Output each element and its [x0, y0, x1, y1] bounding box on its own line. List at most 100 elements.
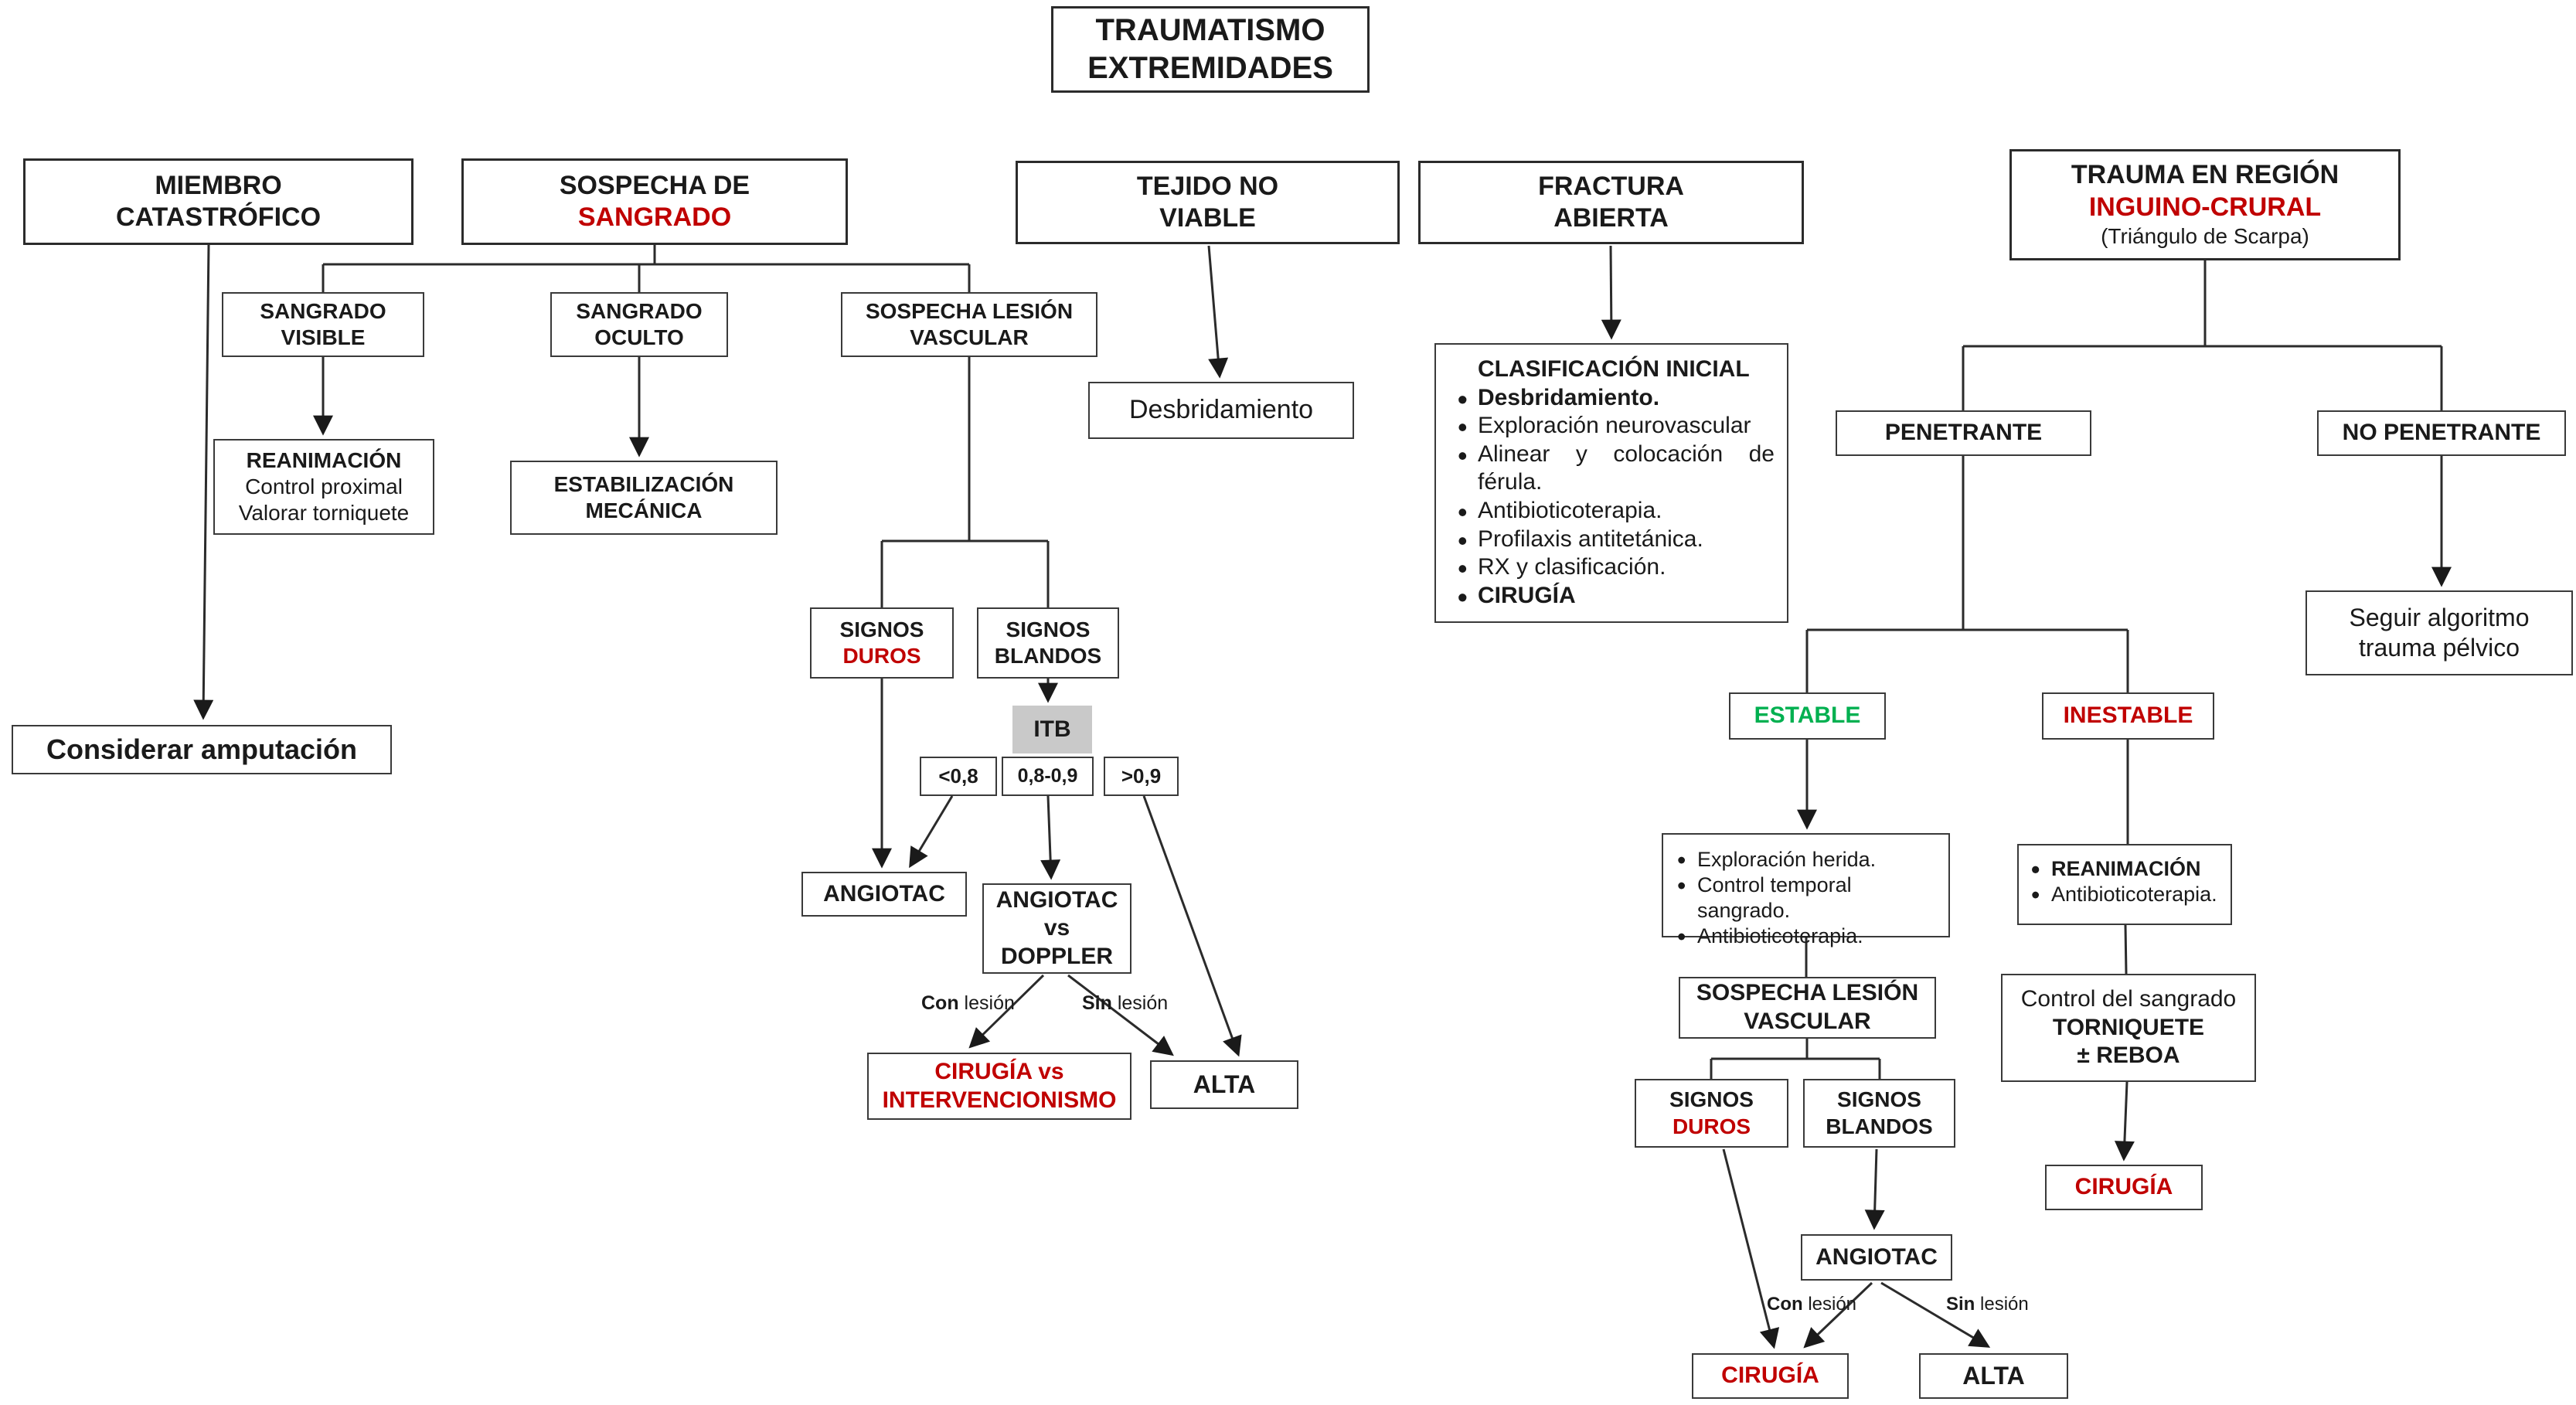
- edge-label-rest: lesión: [1111, 992, 1169, 1014]
- title-box: TRAUMATISMO EXTREMIDADES: [1051, 6, 1370, 93]
- node-label-line: DUROS: [1672, 1114, 1751, 1138]
- node-label-line: SANGRADO: [260, 298, 386, 323]
- list-item: Antibioticoterapia.: [1451, 495, 1779, 529]
- edge-label-sin-lesion-2: Sin lesión: [1946, 1294, 2029, 1315]
- node-label-line: ANGIOTAC: [1815, 1243, 1938, 1270]
- node-signos-blandos-1: SIGNOS BLANDOS: [977, 607, 1119, 679]
- node-inestable: INESTABLE: [2042, 692, 2214, 740]
- node-label-line: vs: [1043, 915, 1070, 941]
- node-fractura-abierta: FRACTURA ABIERTA: [1418, 161, 1804, 244]
- node-label-line: DUROS: [842, 644, 921, 668]
- node-label-line: SANGRADO: [577, 202, 732, 232]
- edge-label-bold: Con: [1767, 1294, 1803, 1315]
- node-label-line: VIABLE: [1159, 203, 1256, 233]
- node-estabilizacion-mecanica: ESTABILIZACIÓN MECÁNICA: [510, 461, 778, 535]
- edge-label-sin-lesion-1: Sin lesión: [1082, 992, 1168, 1015]
- node-label-line: SOSPECHA LESIÓN: [865, 298, 1074, 323]
- edge-label-con-lesion-2: Con lesión: [1767, 1294, 1856, 1315]
- node-label-line: CLASIFICACIÓN INICIAL: [1478, 356, 1750, 382]
- node-label-line: CIRUGÍA: [1721, 1362, 1819, 1389]
- node-label-line: PENETRANTE: [1884, 420, 2043, 446]
- edge-label-rest: lesión: [958, 992, 1015, 1014]
- node-label-line: ITB: [1033, 716, 1071, 742]
- node-label-line: <0,8: [938, 764, 978, 788]
- node-label-line: SIGNOS: [1837, 1087, 1921, 1112]
- list-item: Exploración herida.: [1671, 845, 1944, 876]
- node-label-line: trauma pélvico: [2358, 634, 2520, 662]
- list-item: Control temporal sangrado.: [1671, 871, 1944, 924]
- list-item: Antibioticoterapia.: [2025, 880, 2227, 910]
- list-item: Exploración neurovascular: [1451, 410, 1779, 444]
- node-cirugia-vs-intervencionismo: CIRUGÍA vs INTERVENCIONISMO: [867, 1053, 1131, 1120]
- node-no-penetrante: NO PENETRANTE: [2317, 410, 2566, 456]
- node-label-line: VASCULAR: [910, 325, 1029, 349]
- edge-label-bold: Sin: [1082, 992, 1112, 1014]
- list-item: Antibioticoterapia.: [1671, 922, 1944, 952]
- node-cirugia-3: CIRUGÍA: [1692, 1353, 1849, 1399]
- node-label-line: ANGIOTAC: [995, 886, 1118, 913]
- reanimacion-list: REANIMACIÓN Antibioticoterapia.: [2025, 855, 2227, 910]
- node-label-line: SIGNOS: [839, 617, 924, 641]
- node-label-line: VISIBLE: [281, 325, 366, 349]
- node-label-line: INTERVENCIONISMO: [882, 1087, 1117, 1113]
- node-label-line: Seguir algoritmo: [2349, 603, 2530, 631]
- edge-label-rest: lesión: [1802, 1294, 1857, 1315]
- node-estable: ESTABLE: [1729, 692, 1886, 740]
- list-item: RX y clasificación.: [1451, 552, 1779, 585]
- node-label-line: MECÁNICA: [585, 498, 703, 522]
- node-label-line: ALTA: [1962, 1361, 2025, 1390]
- node-angiotac-vs-doppler: ANGIOTAC vs DOPPLER: [982, 883, 1131, 974]
- edge-label-con-lesion-1: Con lesión: [921, 992, 1015, 1015]
- node-desbridamiento: Desbridamiento: [1088, 382, 1354, 439]
- node-alta-2: ALTA: [1919, 1353, 2068, 1399]
- title-line: TRAUMATISMO: [1095, 13, 1325, 48]
- node-label-line: Considerar amputación: [46, 733, 358, 766]
- node-signos-duros-2: SIGNOS DUROS: [1635, 1079, 1788, 1148]
- node-label-line: Valorar torniquete: [238, 501, 410, 526]
- node-itb: ITB: [1012, 706, 1092, 754]
- node-itb-gt-09: >0,9: [1104, 757, 1179, 796]
- node-penetrante: PENETRANTE: [1836, 410, 2091, 456]
- node-label-line: TRAUMA EN REGIÓN: [2071, 160, 2339, 190]
- node-sospecha-lesion-vascular-2: SOSPECHA LESIÓN VASCULAR: [1679, 977, 1936, 1039]
- node-label-line: NO PENETRANTE: [2342, 420, 2541, 446]
- node-label-line: ± REBOA: [2077, 1043, 2180, 1069]
- node-label-line: Desbridamiento: [1128, 395, 1314, 425]
- node-label-line: SIGNOS: [1006, 617, 1091, 641]
- list-item: CIRUGÍA: [1451, 580, 1779, 614]
- node-label-line: ALTA: [1193, 1070, 1256, 1098]
- list-item: REANIMACIÓN: [2025, 855, 2227, 885]
- edge-label-rest: lesión: [1975, 1294, 2029, 1315]
- node-label-line: BLANDOS: [1826, 1114, 1933, 1138]
- node-label-line: CATASTRÓFICO: [115, 202, 322, 232]
- node-label-line: INESTABLE: [2063, 702, 2193, 729]
- node-label-line: Control proximal: [245, 474, 403, 498]
- node-clasificacion-inicial: CLASIFICACIÓN INICIAL Desbridamiento. Ex…: [1434, 343, 1788, 623]
- node-control-sangrado-torniquete: Control del sangrado TORNIQUETE ± REBOA: [2001, 974, 2256, 1082]
- node-label-line: SOSPECHA LESIÓN: [1696, 980, 1919, 1006]
- node-reanimacion-1: REANIMACIÓN Control proximal Valorar tor…: [213, 439, 434, 535]
- node-sangrado-oculto: SANGRADO OCULTO: [550, 292, 728, 357]
- node-trauma-inguino-crural: TRAUMA EN REGIÓN INGUINO-CRURAL (Triángu…: [2009, 149, 2401, 260]
- node-label-line: SANGRADO: [576, 298, 703, 323]
- node-sospecha-lesion-vascular-1: SOSPECHA LESIÓN VASCULAR: [841, 292, 1097, 357]
- node-label-line: ESTABLE: [1754, 702, 1861, 729]
- node-label-line: VASCULAR: [1744, 1009, 1871, 1034]
- list-item: Profilaxis antitetánica.: [1451, 524, 1779, 557]
- node-label-line: CIRUGÍA vs: [934, 1058, 1064, 1084]
- node-label-line: 0,8-0,9: [1017, 765, 1078, 788]
- node-label-line: ESTABILIZACIÓN: [553, 471, 734, 496]
- node-label-line: Control del sangrado: [2020, 986, 2237, 1012]
- list-item: Alinear y colocación de férula.: [1451, 439, 1779, 497]
- node-label-line: ABIERTA: [1553, 203, 1669, 233]
- node-label-line: DOPPLER: [1000, 943, 1114, 969]
- node-signos-duros-1: SIGNOS DUROS: [810, 607, 954, 679]
- node-considerar-amputacion: Considerar amputación: [12, 725, 392, 774]
- node-itb-lt-08: <0,8: [920, 757, 997, 796]
- node-tejido-no-viable: TEJIDO NO VIABLE: [1016, 161, 1400, 244]
- node-sospecha-de-sangrado: SOSPECHA DE SANGRADO: [461, 158, 848, 245]
- node-angiotac-1: ANGIOTAC: [801, 872, 967, 917]
- node-cirugia-2: CIRUGÍA: [2045, 1165, 2203, 1210]
